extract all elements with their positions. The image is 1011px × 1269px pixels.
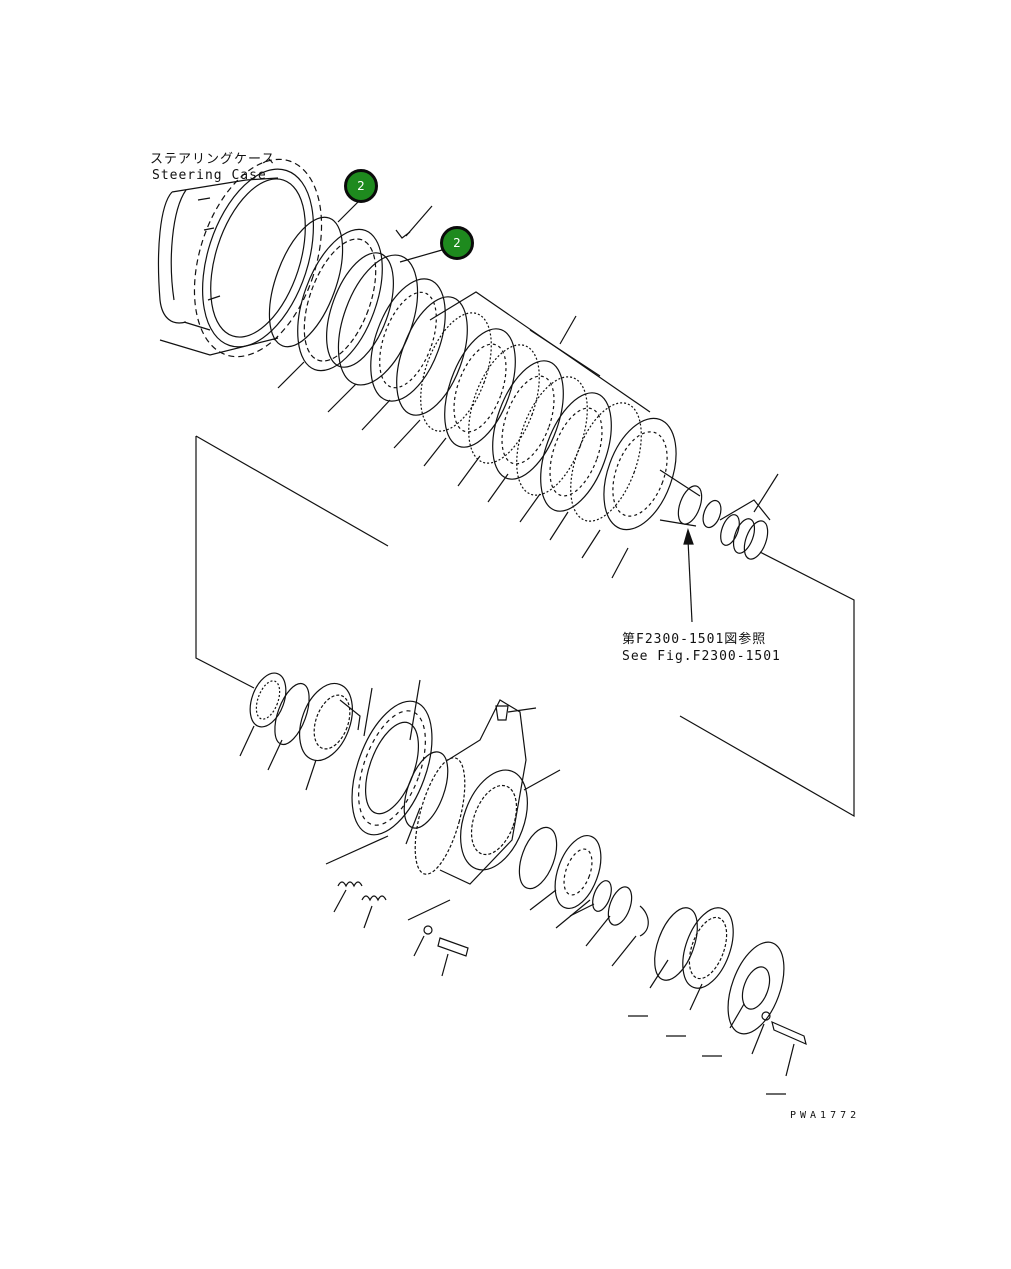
- steering-case-label-en: Steering Case: [152, 168, 267, 183]
- lower-leader-lines: [239, 679, 795, 1095]
- steering-case-label-jp: ステアリングケース: [150, 152, 276, 167]
- figure-ref-label-jp: 第F2300-1501図参照: [622, 632, 767, 647]
- upper-clutch-stack: [268, 216, 769, 560]
- upper-leader-lines: [277, 199, 779, 579]
- figure-ref-label-en: See Fig.F2300-1501: [622, 649, 781, 664]
- assembly-frame: [195, 435, 855, 818]
- callout-badge[interactable]: 2: [344, 169, 378, 203]
- drawing-code: PWA1772: [790, 1110, 861, 1121]
- lower-assembly: [249, 672, 807, 1046]
- figure-ref-arrow: [683, 528, 694, 623]
- steering-case: [157, 158, 323, 358]
- callout-badge[interactable]: 2: [440, 226, 474, 260]
